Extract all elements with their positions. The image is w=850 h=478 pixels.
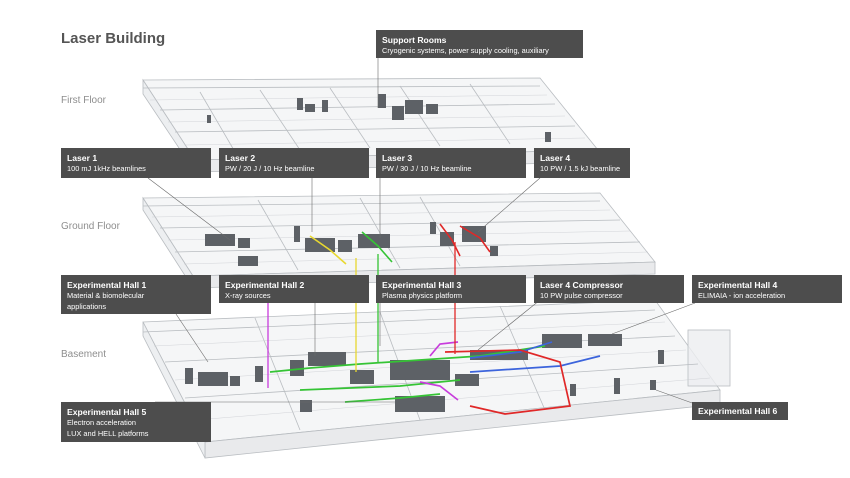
- callout-title: Support Rooms: [382, 35, 447, 45]
- callout-laser-4: Laser 4 10 PW / 1.5 kJ beamline: [534, 148, 630, 178]
- callout-line: X-ray sources: [225, 291, 271, 300]
- callout-line: LUX and HELL platforms: [67, 428, 149, 438]
- callout-line: PW / 30 J / 10 Hz beamline: [382, 164, 472, 173]
- callout-title: Experimental Hall 6: [698, 406, 778, 416]
- callout-title: Laser 2: [225, 153, 256, 163]
- callout-title: Laser 4 Compressor: [540, 280, 624, 290]
- callout-line: Material & biomolecular: [67, 291, 145, 300]
- callout-line: 100 mJ 1kHz beamlines: [67, 164, 146, 173]
- callout-title: Experimental Hall 3: [382, 280, 462, 290]
- callout-title: Laser 4: [540, 153, 571, 163]
- callout-line: applications: [67, 301, 107, 311]
- callout-experimental-hall-3: Experimental Hall 3 Plasma physics platf…: [376, 275, 526, 303]
- callout-title: Experimental Hall 2: [225, 280, 305, 290]
- callout-experimental-hall-6: Experimental Hall 6: [692, 402, 788, 420]
- ground-floor-beams: [309, 223, 491, 265]
- callout-line: Cryogenic systems, power supply cooling,…: [382, 46, 549, 66]
- callout-title: Laser 3: [382, 153, 413, 163]
- callout-title: Experimental Hall 4: [698, 280, 778, 290]
- callout-line: ELIMAIA - ion acceleration: [698, 291, 786, 300]
- floor-label-first: First Floor: [61, 95, 106, 106]
- callout-experimental-hall-2: Experimental Hall 2 X-ray sources: [219, 275, 369, 303]
- callout-line: 10 PW / 1.5 kJ beamline: [540, 164, 621, 173]
- callout-experimental-hall-5: Experimental Hall 5 Electron acceleratio…: [61, 402, 211, 442]
- callout-line: Plasma physics platform: [382, 291, 463, 300]
- callout-title: Experimental Hall 5: [67, 407, 147, 417]
- basement-equipment: [185, 334, 664, 412]
- floor-label-basement: Basement: [61, 349, 107, 360]
- callout-laser-3: Laser 3 PW / 30 J / 10 Hz beamline: [376, 148, 526, 178]
- first-floor-structure: [142, 77, 599, 174]
- callout-line: PW / 20 J / 10 Hz beamline: [225, 164, 315, 173]
- basement-beams: [269, 341, 601, 415]
- callout-line: 10 PW pulse compressor: [540, 291, 623, 300]
- callout-laser-4-compressor: Laser 4 Compressor 10 PW pulse compresso…: [534, 275, 684, 303]
- callout-experimental-hall-1: Experimental Hall 1 Material & biomolecu…: [61, 275, 211, 314]
- callout-title: Experimental Hall 1: [67, 280, 147, 290]
- page-title: Laser Building: [61, 30, 166, 47]
- first-floor-equipment: [207, 94, 551, 142]
- callout-laser-1: Laser 1 100 mJ 1kHz beamlines: [61, 148, 211, 178]
- callout-laser-2: Laser 2 PW / 20 J / 10 Hz beamline: [219, 148, 369, 178]
- callout-line: Electron acceleration: [67, 418, 137, 427]
- callout-experimental-hall-4: Experimental Hall 4 ELIMAIA - ion accele…: [692, 275, 842, 303]
- floor-label-ground: Ground Floor: [61, 221, 120, 232]
- callout-title: Laser 1: [67, 153, 98, 163]
- callout-support-rooms: Support Rooms Cryogenic systems, power s…: [376, 30, 583, 66]
